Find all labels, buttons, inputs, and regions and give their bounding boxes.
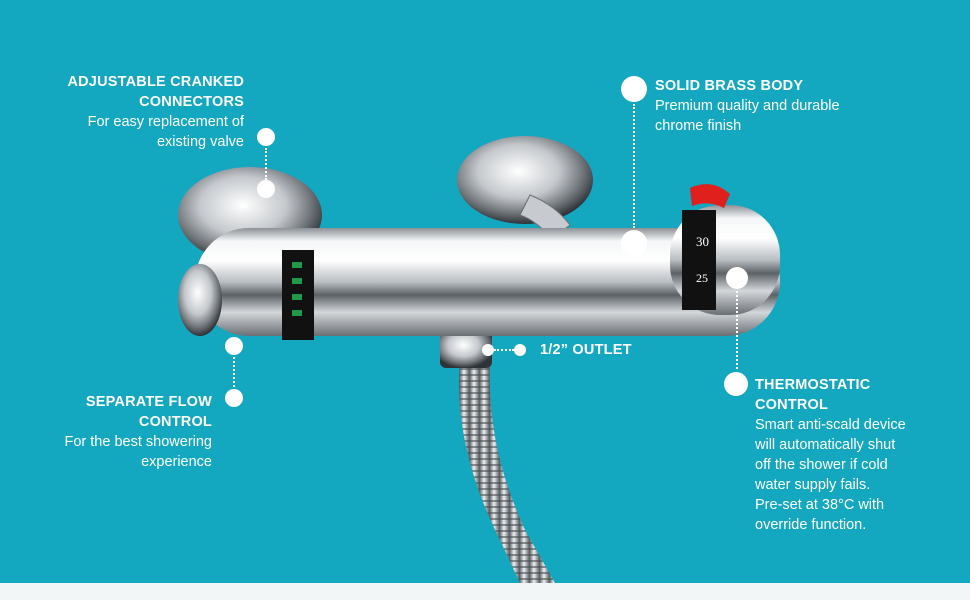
brass-callout: SOLID BRASS BODY Premium quality and dur… (655, 76, 895, 136)
thermostatic-desc-line: off the shower if cold (755, 457, 888, 473)
flow-marker-dot (225, 389, 243, 407)
connectors-desc-line2: existing valve (156, 134, 244, 150)
thermostatic-desc-line: Smart anti-scald device (755, 417, 906, 433)
connectors-leader-line (265, 148, 267, 180)
flow-title-line1: SEPARATE FLOW (85, 394, 212, 410)
outlet-callout: 1/2” OUTLET (540, 340, 632, 360)
left-end-cap (178, 264, 222, 336)
flow-target-dot (225, 337, 243, 355)
brass-marker-dot (621, 76, 647, 102)
brass-target-dot (621, 230, 647, 256)
flow-leader-line (233, 357, 235, 387)
thermostatic-desc-line: will automatically shut (755, 437, 896, 453)
thermostatic-desc-line: Pre-set at 38°C with (755, 497, 885, 513)
connectors-title-line1: ADJUSTABLE CRANKED (67, 74, 244, 90)
connectors-desc-line1: For easy replacement of (87, 114, 244, 130)
flow-desc-line1: For the best showering (64, 434, 213, 450)
flow-title-line2: CONTROL (138, 414, 212, 430)
connectors-title-line2: CONNECTORS (139, 94, 244, 110)
thermostatic-marker-dot (724, 372, 748, 396)
outlet-marker-dot (514, 344, 526, 356)
connectors-marker-dot (257, 128, 275, 146)
dial-mark-25: 25 (696, 271, 708, 285)
brass-title: SOLID BRASS BODY (655, 78, 804, 94)
thermostatic-leader-line (736, 291, 738, 369)
hose (459, 360, 555, 583)
thermostatic-title-line2: CONTROL (755, 397, 829, 413)
thermostatic-title-line1: THERMOSTATIC (755, 377, 871, 393)
connectors-callout: ADJUSTABLE CRANKED CONNECTORS For easy r… (4, 72, 244, 152)
brass-desc-line2: chrome finish (655, 118, 742, 134)
thermostatic-target-dot (726, 267, 748, 289)
outlet-fitting (440, 330, 492, 368)
connectors-target-dot (257, 180, 275, 198)
temperature-dial-band (682, 210, 716, 310)
thermostatic-desc-line: override function. (755, 517, 867, 533)
flow-desc-line2: experience (141, 454, 212, 470)
flow-callout: SEPARATE FLOW CONTROL For the best showe… (0, 392, 213, 472)
right-wall-disc (457, 136, 593, 224)
safety-button (690, 184, 730, 208)
brass-desc-line1: Premium quality and durable (655, 98, 840, 114)
thermostatic-callout: THERMOSTATIC CONTROL Smart anti-scald de… (755, 375, 960, 535)
dial-mark-30: 30 (696, 234, 709, 249)
brass-leader-line (633, 104, 635, 228)
outlet-leader-line (494, 349, 514, 351)
bottom-band (0, 583, 970, 600)
outlet-title: 1/2” OUTLET (540, 342, 632, 358)
thermostatic-desc-line: water supply fails. (755, 477, 871, 493)
outlet-target-dot (482, 344, 494, 356)
